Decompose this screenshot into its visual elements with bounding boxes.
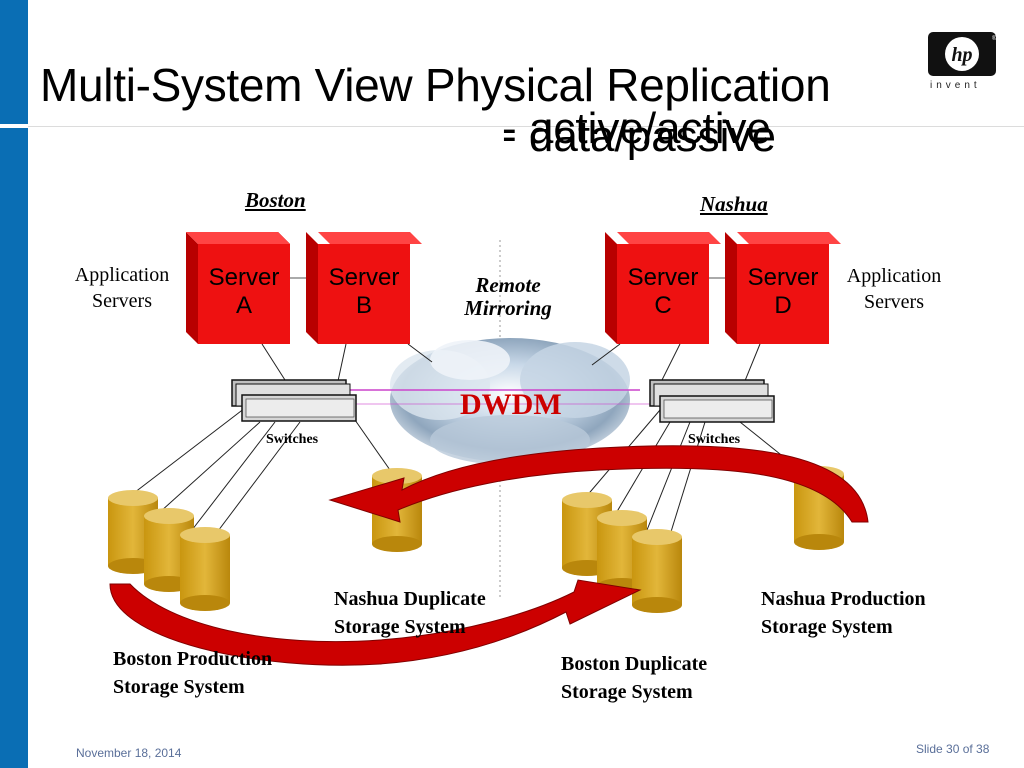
app-servers-left-line2: Servers	[92, 290, 152, 312]
remote-mirroring-label: Remote Mirroring	[448, 274, 568, 320]
remote-mirroring-line2: Mirroring	[464, 296, 552, 320]
accent-bar-gap	[0, 124, 28, 128]
disk-stack-boston-production	[108, 490, 230, 611]
server-b-label: Server B	[314, 264, 414, 320]
accent-bar	[0, 0, 28, 768]
nashua-duplicate-line1: Nashua Duplicate	[334, 588, 486, 610]
replication-arrow-nashua	[328, 445, 869, 523]
hp-logo: hp ®	[928, 32, 996, 76]
logo-tagline: invent	[930, 80, 981, 91]
site-boston: Boston	[245, 188, 306, 212]
slide-title: Multi-System View Physical Replication	[40, 59, 831, 111]
app-servers-right-line2: Servers	[864, 291, 924, 313]
app-servers-left: Application Servers	[60, 262, 184, 314]
nashua-production-label: Nashua Production Storage System	[761, 585, 926, 641]
boston-production-line2: Storage System	[113, 676, 245, 698]
logo-registered: ®	[992, 35, 996, 42]
server-c-line1: Server	[627, 264, 699, 291]
nashua-duplicate-line2: Storage System	[334, 616, 466, 638]
switch-left	[231, 379, 357, 422]
replication-arrow-boston	[109, 579, 642, 666]
server-d-line1: Server	[747, 264, 819, 291]
switch-right	[649, 379, 775, 423]
server-a-label: Server A	[194, 264, 294, 320]
remote-mirroring-line1: Remote	[475, 273, 541, 297]
site-nashua: Nashua	[700, 192, 768, 216]
dwdm-cloud	[390, 338, 630, 465]
server-c-label: Server C	[613, 264, 713, 320]
app-servers-left-line1: Application	[74, 264, 170, 286]
server-b-line1: Server	[328, 264, 400, 291]
boston-duplicate-line1: Boston Duplicate	[561, 653, 708, 675]
title-rule	[28, 126, 1024, 127]
nashua-production-line1: Nashua Production	[761, 588, 926, 610]
server-d-box	[725, 232, 841, 344]
slide-subtitle-b: - data/passive	[502, 112, 776, 161]
slide-date: November 18, 2014	[76, 746, 182, 760]
server-a-line1: Server	[208, 264, 280, 291]
nashua-production-line2: Storage System	[761, 616, 893, 638]
switches-right-label: Switches	[688, 432, 741, 447]
server-a-line2: A	[235, 292, 252, 319]
dwdm-label: DWDM	[460, 388, 562, 421]
server-c-box	[605, 232, 721, 344]
app-servers-right: Application Servers	[832, 263, 956, 315]
boston-duplicate-label: Boston Duplicate Storage System	[561, 650, 707, 706]
switches-left-label: Switches	[266, 432, 319, 447]
boston-duplicate-line2: Storage System	[561, 681, 693, 703]
nashua-duplicate-label: Nashua Duplicate Storage System	[334, 585, 486, 641]
boston-production-label: Boston Production Storage System	[113, 645, 272, 701]
logo-mark: hp	[951, 44, 972, 66]
slide-number: Slide 30 of 38	[916, 742, 990, 756]
server-b-box	[306, 232, 422, 344]
server-b-line2: B	[355, 292, 372, 319]
server-d-line2: D	[774, 292, 792, 319]
disk-stack-boston-duplicate	[562, 492, 682, 613]
boston-production-line1: Boston Production	[113, 648, 273, 670]
server-d-label: Server D	[733, 264, 833, 320]
server-c-line2: C	[654, 292, 672, 319]
server-a-box	[186, 232, 290, 344]
app-servers-right-line1: Application	[846, 265, 942, 287]
slide-subtitle-a: - active/active	[502, 104, 771, 153]
